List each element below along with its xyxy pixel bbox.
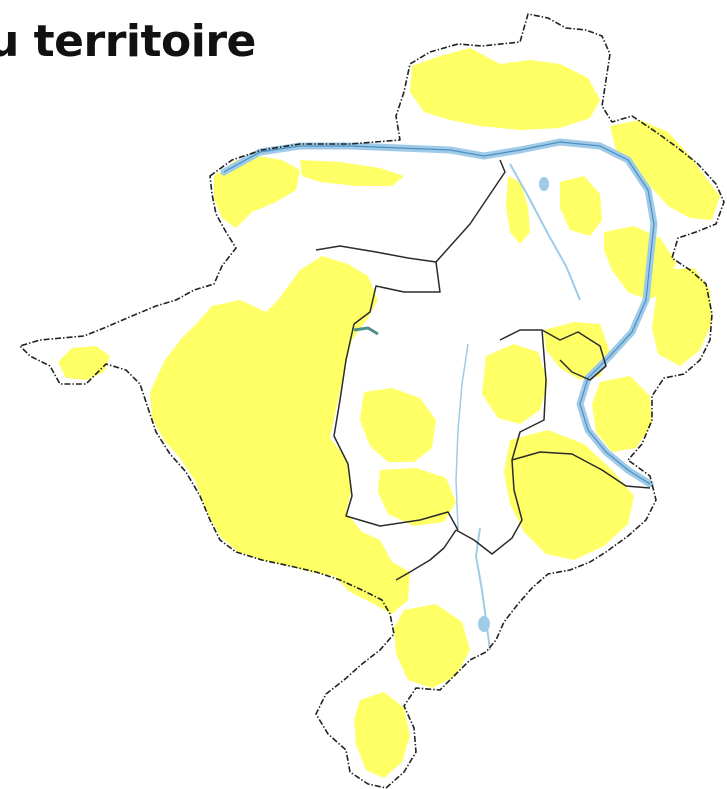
- water-features: [220, 138, 658, 651]
- land-patch-south-tail: [354, 692, 410, 778]
- land-patch-southeast: [504, 430, 634, 560]
- land-patch-southwest: [150, 256, 410, 614]
- boundary-south-mid: [395, 529, 457, 581]
- land-patches: [58, 48, 720, 778]
- land-patch-river-west: [506, 176, 530, 244]
- land-patch-west-arm: [58, 346, 110, 380]
- internal-boundaries: [315, 159, 651, 581]
- land-patch-south: [394, 604, 470, 688]
- land-patch-north: [410, 48, 600, 130]
- page-title: u territoire: [0, 16, 256, 67]
- land-patch-river-east: [560, 176, 602, 236]
- land-patch-north-strip: [300, 160, 404, 186]
- river-main-edge: [223, 141, 655, 485]
- river-west-bend: [353, 326, 379, 336]
- land-patch-northwest: [214, 156, 300, 228]
- land-patch-northeast: [610, 120, 720, 220]
- boundary-west-divide: [353, 261, 441, 325]
- boundary-north-divide: [315, 159, 506, 263]
- lake-south: [478, 616, 490, 632]
- land-patch-east-central: [544, 322, 610, 380]
- land-patch-center: [360, 388, 436, 462]
- river-tributary-north: [509, 163, 581, 301]
- land-patch-center-east: [482, 344, 548, 424]
- boundary-center-west: [333, 323, 459, 531]
- territory-outer-boundary: [19, 13, 725, 789]
- river-secondary: [455, 343, 469, 529]
- lake-north: [539, 177, 549, 191]
- land-patch-east-upper: [604, 226, 676, 300]
- boundary-southeast-inner: [511, 451, 651, 489]
- land-patch-central-south: [378, 468, 456, 526]
- land-patch-east-mid: [652, 268, 712, 366]
- land-patch-east-lower: [592, 376, 652, 452]
- boundary-east-inner: [541, 329, 607, 381]
